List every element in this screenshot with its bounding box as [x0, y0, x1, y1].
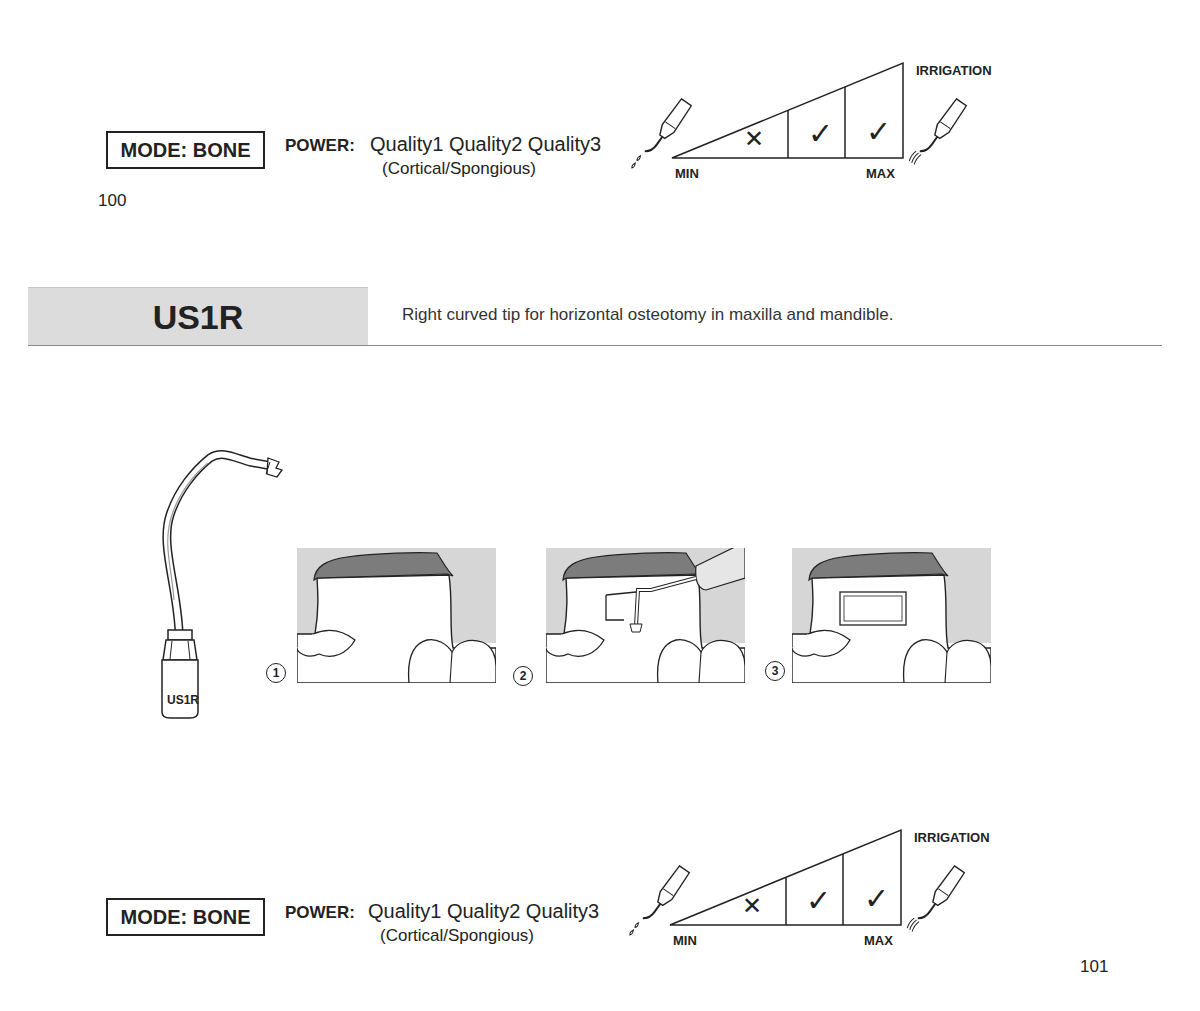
- tip-name-band-text: US1R: [153, 300, 244, 334]
- power-levels: Quality1 Quality2 Quality3: [370, 134, 601, 154]
- mode-box: MODE: BONE: [106, 898, 265, 936]
- handpiece-icon: [629, 865, 690, 943]
- mode-box-text: MODE: BONE: [121, 907, 251, 927]
- tip-name-band: US1R: [28, 288, 368, 345]
- bone-type: (Cortical/Spongious): [382, 160, 536, 177]
- tip-drawing: [162, 455, 282, 718]
- mode-box-text: MODE: BONE: [121, 140, 251, 160]
- allowed-mark: ✓: [864, 884, 889, 914]
- page-number: 100: [98, 192, 126, 209]
- handpiece-icon: [906, 864, 965, 938]
- allowed-mark: ✓: [808, 119, 833, 149]
- scale-min: MIN: [673, 934, 697, 947]
- irrigation-scale: [670, 63, 903, 925]
- scale-max: MAX: [866, 167, 895, 180]
- callout-number: 1: [266, 663, 286, 683]
- power-levels: Quality1 Quality2 Quality3: [368, 901, 599, 921]
- callout-number: 2: [513, 666, 533, 686]
- handpiece-icon: [631, 98, 692, 176]
- tip-description: Right curved tip for horizontal osteotom…: [402, 306, 893, 323]
- callout-number: 3: [765, 661, 785, 681]
- scale-min: MIN: [675, 167, 699, 180]
- irrigation-label: IRRIGATION: [916, 64, 992, 77]
- bone-type: (Cortical/Spongious): [380, 927, 534, 944]
- not-allowed-mark: ✕: [744, 127, 764, 151]
- power-label: POWER:: [285, 904, 355, 921]
- irrigation-label: IRRIGATION: [914, 831, 990, 844]
- surgery-step: [297, 548, 496, 683]
- section-rule: [28, 345, 1162, 346]
- callout-number-text: 2: [520, 670, 527, 682]
- allowed-mark: ✓: [866, 117, 891, 147]
- mode-box: MODE: BONE: [106, 131, 265, 169]
- callout-number-text: 1: [273, 667, 280, 679]
- page-number: 101: [1080, 958, 1108, 975]
- callout-number-text: 3: [772, 665, 779, 677]
- tip-marking: US1R: [167, 694, 199, 706]
- scale-max: MAX: [864, 934, 893, 947]
- allowed-mark: ✓: [806, 886, 831, 916]
- not-allowed-mark: ✕: [742, 894, 762, 918]
- surgery-step: [792, 548, 991, 683]
- power-label: POWER:: [285, 137, 355, 154]
- surgery-step: [546, 542, 745, 683]
- handpiece-icon: [908, 97, 967, 171]
